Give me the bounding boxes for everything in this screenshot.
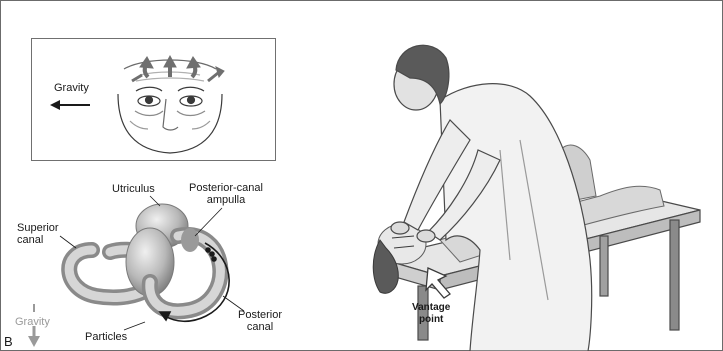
posterior-canal-ampulla-label: Posterior-canal ampulla: [189, 182, 263, 206]
superior-canal-label: Superior canal: [17, 222, 59, 246]
panel-letter: B: [4, 335, 13, 349]
utriculus-label: Utriculus: [112, 183, 155, 195]
gravity-label-labyrinth: Gravity: [15, 316, 50, 328]
posterior-canal-label: Posterior canal: [238, 309, 282, 333]
vantage-point-label: Vantage point: [412, 302, 450, 326]
particles-label: Particles: [85, 331, 127, 343]
